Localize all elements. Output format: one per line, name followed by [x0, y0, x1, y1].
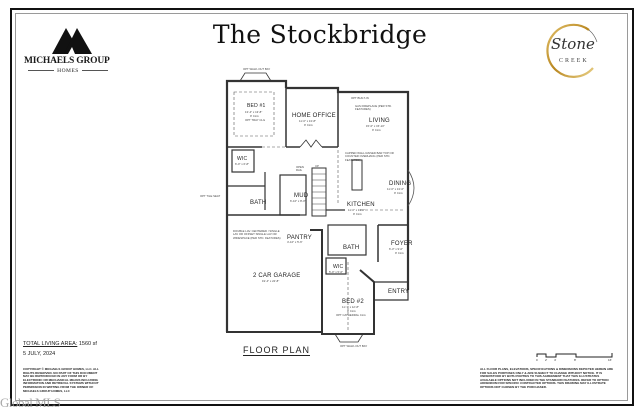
room-dims-mud: 6'-10" x 8'-0"	[290, 199, 306, 203]
room-label-home-office: HOME OFFICE	[292, 113, 336, 119]
annotation-walkout-bay-top: OPT WALK-OUT BAY	[243, 67, 271, 71]
scale-tick-4: 16'	[608, 358, 612, 362]
room-label-entry: ENTRY	[388, 289, 410, 295]
gold-ring-icon	[546, 23, 598, 78]
room-label-bed1: BED #1	[247, 103, 266, 109]
room-label-wic2: WIC	[333, 264, 344, 270]
total-living-area-label: TOTAL LIVING AREA:	[23, 341, 78, 347]
room-dims-wic2: 5'-0" x 5'-6"	[329, 270, 344, 274]
room-dims-dining: 11'-0" x 13'-0"	[387, 187, 404, 191]
room-note-kitchen: 9' CLG	[353, 212, 362, 216]
annotation-gas-fireplace: GAS FIREPLACE (PER STD. FEATURES)	[355, 104, 392, 112]
michaels-group-logo: MICHAELS GROUP HOMES	[22, 20, 122, 80]
room-note-bed1: 9' CLG	[250, 114, 259, 118]
scale-tick-3: 8'	[574, 358, 577, 362]
annotation-opt-tile-seat: OPT TILE SEAT	[200, 194, 221, 198]
room-note-foyer: 9' CLG	[395, 251, 404, 255]
copyright-notice: COPYRIGHT © MICHAELS GROUP HOMES, LLC. A…	[23, 367, 99, 393]
room-dims-home-office: 11'-0" x 13'-8"	[299, 119, 316, 123]
annotation-opt-built-in: OPT BUILT-IN	[351, 96, 369, 100]
builder-name: MICHAELS GROUP	[24, 56, 110, 66]
room-label-bath1: BATH	[250, 200, 267, 206]
room-label-dining: DINING	[389, 181, 412, 187]
community-word: CREEK	[559, 58, 589, 64]
watermark: Global MLS	[0, 395, 61, 410]
room-dims-garage: 19'-4" x 22'-8"	[262, 279, 280, 283]
room-label-bed2: BED #2	[342, 299, 364, 305]
room-dims-living: 15'-0" x 15'-10"	[366, 124, 385, 128]
room-note-living: 9' CLG	[372, 128, 381, 132]
room-label-kitchen: KITCHEN	[347, 202, 375, 208]
room-note-bed2: 9' CLG	[347, 309, 356, 313]
room-label-foyer: FOYER	[391, 241, 413, 247]
builder-sub: HOMES	[22, 68, 114, 74]
total-living-area: TOTAL LIVING AREA: 1560 sf	[23, 341, 97, 347]
room-extra-bed2: OPT CATHEDRAL CLG	[336, 313, 366, 317]
mountain-peaks-icon	[52, 28, 92, 54]
room-dims-foyer: 6'-3" x 9'-0"	[389, 247, 404, 251]
room-label-wic1: WIC	[237, 156, 248, 162]
annotation-walkout-bay-bottom: OPT WALK-OUT BAY	[340, 344, 368, 348]
scale-tick-2: 4'	[554, 358, 557, 362]
scale-tick-1: 2'	[545, 358, 548, 362]
room-label-living: LIVING	[369, 118, 390, 124]
annotation-capped-wall: CAPPED WALL RAISED BAR TOP OR COUNTER OV…	[345, 151, 394, 162]
room-dims-pantry: 4'-10" x 5'-6"	[287, 240, 303, 244]
room-label-bath2: BATH	[343, 245, 360, 251]
annotation-stair-up: UP	[315, 164, 319, 168]
room-label-garage: 2 CAR GARAGE	[253, 273, 301, 279]
room-note-home-office: 9' CLG	[304, 123, 313, 127]
scale-bar-graphic	[536, 353, 613, 358]
outer-border	[10, 8, 634, 406]
room-dims-wic1: 6'-0" x 6'-8"	[235, 162, 250, 166]
room-note-dining: 9' CLG	[394, 191, 403, 195]
disclaimer-notice: ALL FLOOR PLANS, ELEVATIONS, SPECIFICATI…	[480, 367, 614, 389]
annotation-open-rail: OPEN RAIL	[296, 165, 304, 173]
annotation-double-lav: DOUBLE LAV. CENTERED / SINGLE LAV OR OFF…	[233, 229, 281, 240]
room-label-mud: MUD	[294, 193, 309, 199]
plan-date: 5 JULY, 2024	[23, 351, 56, 357]
room-label-pantry: PANTRY	[287, 235, 312, 241]
total-living-area-value: 1560 sf	[78, 341, 97, 347]
room-dims-bed2: 11'-7" x 12'-8"	[342, 305, 359, 309]
stone-creek-logo: Stone CREEK	[541, 20, 603, 82]
room-extra-bed1: OPT TRAY CLG	[245, 118, 266, 122]
room-dims-bed1: 13'-4" x 13'-8"	[245, 110, 263, 114]
room-dims-kitchen: 11'-0" x 13'-0"	[348, 208, 365, 212]
floor-plan-label: FLOOR PLAN	[243, 345, 311, 356]
plan-title: The Stockbridge	[212, 20, 428, 49]
scale-tick-0: 0	[536, 358, 538, 362]
inner-border	[15, 13, 628, 401]
community-script: Stone	[551, 35, 595, 53]
scale-bar: 0 2' 4' 8' 16'	[536, 352, 614, 362]
